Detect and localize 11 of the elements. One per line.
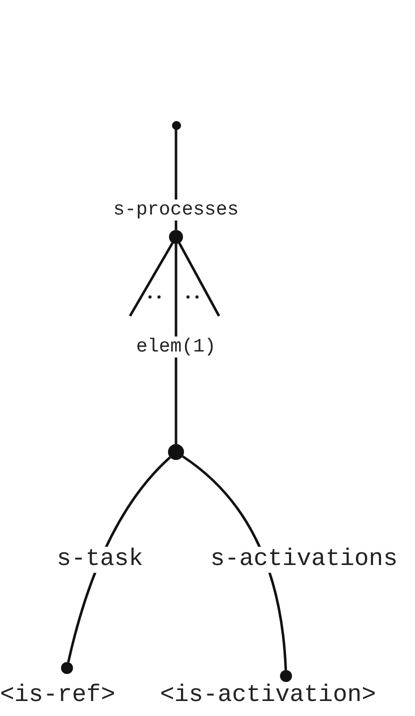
tree-node-dot — [61, 662, 73, 674]
leaf-label: <is-ref> — [0, 683, 116, 710]
tree-branch-line — [182, 455, 288, 670]
tree-node-dot — [169, 230, 183, 244]
tree-branch-line — [128, 242, 174, 317]
tree-branch-line — [174, 244, 178, 444]
leaf-label: <is-activation> — [160, 683, 376, 710]
tree-node-dot — [172, 120, 180, 130]
tree-node-dot — [280, 670, 292, 682]
tree-branch-line — [178, 242, 220, 317]
tree-node-dot — [168, 444, 184, 460]
